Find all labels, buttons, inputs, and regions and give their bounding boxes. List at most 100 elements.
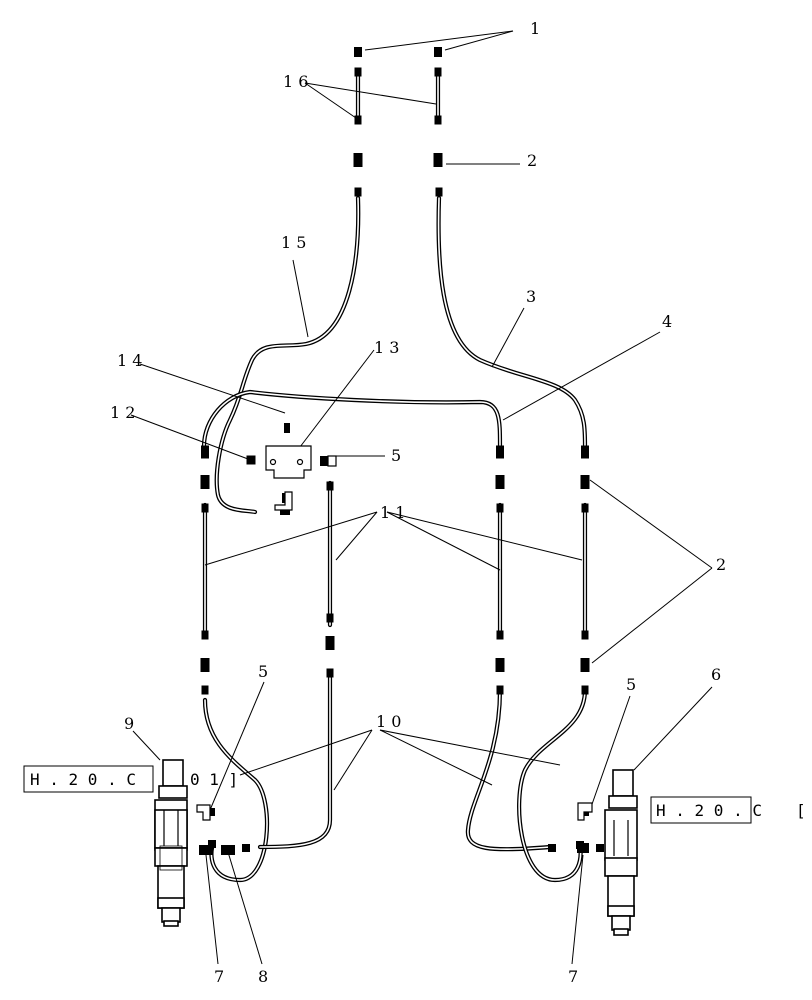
callout-7-right: 7	[568, 967, 578, 986]
hose-core-12	[467, 689, 551, 851]
fitting-11	[201, 445, 209, 459]
fitting-24	[581, 630, 589, 640]
fitting-21	[201, 630, 209, 640]
callout-15: 1 5	[281, 233, 306, 252]
callout-10: 1 0	[376, 712, 401, 731]
leader-line-2	[444, 30, 514, 51]
leader-line-25	[379, 729, 493, 786]
leader-line-9	[139, 363, 286, 414]
reference-right-tail-text: [	[796, 801, 806, 820]
fitting-1	[354, 47, 362, 57]
fitting-15	[495, 475, 505, 489]
leader-line-22	[132, 730, 161, 761]
hose-10	[202, 697, 270, 883]
leader-line-29	[571, 854, 584, 965]
fitting-2	[434, 47, 442, 57]
fitting-16	[580, 475, 590, 489]
fitting-17	[201, 503, 209, 513]
hose-12	[465, 687, 553, 852]
elbow-fitting-valve	[274, 491, 293, 511]
reference-right: H . 2 0 . C [	[650, 796, 806, 824]
hose-core-3	[215, 197, 360, 513]
leader-line-18	[591, 567, 713, 664]
leader-line-27	[205, 854, 219, 965]
fitting-36	[280, 507, 290, 515]
fitting-12	[496, 445, 504, 459]
callout-12: 1 2	[110, 403, 135, 422]
callout-13: 1 3	[374, 338, 399, 357]
callout-7-left: 7	[214, 967, 224, 986]
fitting-47	[577, 843, 589, 853]
callout-14: 1 4	[117, 351, 142, 370]
reference-right-box-text: H . 2 0 . C	[656, 801, 762, 820]
leader-line-10	[299, 349, 375, 448]
leader-line-26	[379, 729, 561, 766]
leader-line-3	[304, 82, 357, 119]
fitting-48	[596, 844, 604, 852]
callout-2-right: 2	[716, 555, 726, 574]
fitting-44	[221, 845, 235, 855]
fitting-3	[354, 67, 362, 77]
reference-left-box-text: H . 2 0 . C	[30, 770, 136, 789]
leader-line-6	[292, 259, 309, 338]
fitting-25	[325, 636, 335, 650]
leader-line-24	[333, 729, 373, 791]
reference-left: H . 2 0 . C 0 1 ]	[23, 765, 238, 793]
valve-block	[265, 445, 312, 479]
reference-left-tail-text: 0 1 ]	[190, 770, 238, 789]
fitting-group	[196, 47, 604, 855]
fitting-8	[433, 153, 443, 167]
callout-11: 1 1	[380, 503, 405, 522]
fitting-4	[434, 67, 442, 77]
leader-line-19	[209, 681, 265, 811]
hose-core-11	[259, 677, 331, 848]
fitting-6	[434, 115, 442, 125]
leader-line-28	[227, 851, 263, 965]
leader-line-group	[130, 30, 713, 965]
leader-line-13	[204, 511, 378, 566]
fitting-31	[496, 685, 504, 695]
leader-line-14	[335, 511, 378, 561]
fitting-7	[353, 153, 363, 167]
leader-line-16	[386, 511, 583, 561]
leader-line-1	[364, 30, 514, 51]
fitting-38	[327, 455, 337, 467]
leader-line-11	[130, 414, 249, 460]
elbow-fitting-left-cylinder	[196, 804, 211, 821]
callout-8: 8	[258, 967, 268, 986]
fitting-45	[242, 844, 250, 852]
leader-line-8	[502, 331, 661, 421]
callout-9: 9	[124, 714, 134, 733]
fitting-43	[199, 845, 213, 855]
leader-line-15	[386, 511, 501, 571]
callout-6: 6	[711, 665, 721, 684]
fitting-19	[581, 503, 589, 513]
fitting-23	[496, 630, 504, 640]
hose-group	[201, 67, 588, 883]
fitting-46	[548, 844, 556, 852]
fitting-22	[326, 613, 334, 623]
hose-4	[436, 195, 588, 449]
fitting-9	[354, 187, 362, 197]
fitting-30	[201, 685, 209, 695]
callout-5-left: 5	[258, 662, 268, 681]
fitting-29	[326, 668, 334, 678]
fitting-20	[326, 481, 334, 491]
callout-16: 1 6	[283, 72, 308, 91]
elbow-fitting-right-cylinder	[577, 802, 593, 821]
leader-line-7	[491, 307, 525, 368]
callout-2-top: 2	[527, 151, 537, 170]
callout-4: 4	[662, 312, 672, 331]
hose-core-13	[518, 689, 586, 881]
fitting-27	[495, 658, 505, 672]
cylinder-right	[604, 769, 638, 936]
hose-core-10	[204, 699, 268, 881]
fitting-18	[496, 503, 504, 513]
leader-line-4	[304, 82, 437, 105]
callout-5-right: 5	[626, 675, 636, 694]
hose-11	[257, 675, 333, 850]
callout-3: 3	[526, 287, 536, 306]
fitting-33	[246, 455, 256, 465]
cylinder-left	[154, 759, 188, 927]
